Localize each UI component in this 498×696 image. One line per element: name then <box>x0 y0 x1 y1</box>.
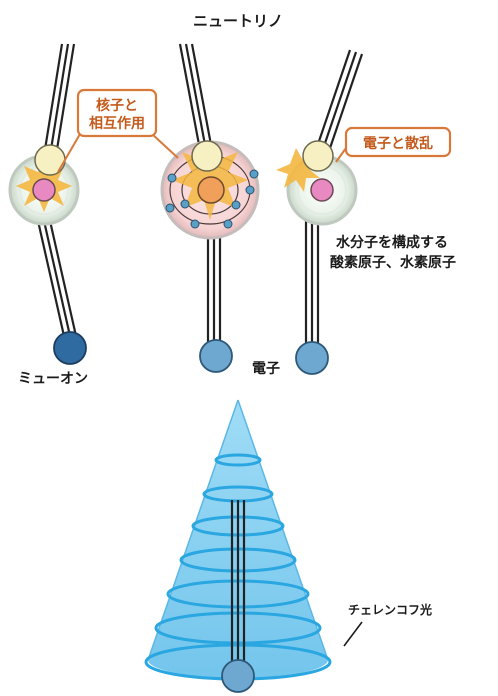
water-molecule-label-line1: 水分子を構成する <box>336 234 448 251</box>
neutrino-ball-right <box>302 140 334 172</box>
proton <box>32 178 56 202</box>
svg-text:電子と散乱: 電子と散乱 <box>363 135 433 152</box>
electron-ball-middle <box>199 339 233 373</box>
cherenkov-label: チェレンコフ光 <box>348 602 432 617</box>
muon-ball <box>53 331 87 365</box>
electron-scatter-callout: 電子と散乱 <box>335 126 452 163</box>
electron-track-cone <box>230 500 246 666</box>
electron-ball-cone <box>221 659 255 693</box>
proton <box>310 178 334 202</box>
neutrino-track-right <box>314 49 364 155</box>
water-molecule-label-line2: 酸素原子、水素原子 <box>330 254 456 271</box>
svg-text:核子と: 核子と <box>96 97 138 114</box>
muon-label: ミューオン <box>18 371 88 387</box>
neutrino-track-middle <box>178 43 214 151</box>
electron-track-middle <box>206 238 222 344</box>
muon-track <box>34 211 78 337</box>
svg-text:相互作用: 相互作用 <box>89 115 145 132</box>
nucleus <box>197 176 225 204</box>
neutrino-ball-middle <box>191 140 223 172</box>
neutrino-label: ニュートリノ <box>193 12 283 30</box>
orbital-electrons <box>165 169 259 229</box>
nucleon-interaction-callout: 核子と 相互作用 <box>57 88 179 173</box>
star-burst-icon <box>276 148 320 192</box>
electron-track-right <box>304 218 320 346</box>
cherenkov-pointer <box>343 621 363 647</box>
electron-label: 電子 <box>252 360 280 377</box>
electron-ball-right <box>295 341 329 375</box>
neutrino-ball-left <box>34 144 66 176</box>
